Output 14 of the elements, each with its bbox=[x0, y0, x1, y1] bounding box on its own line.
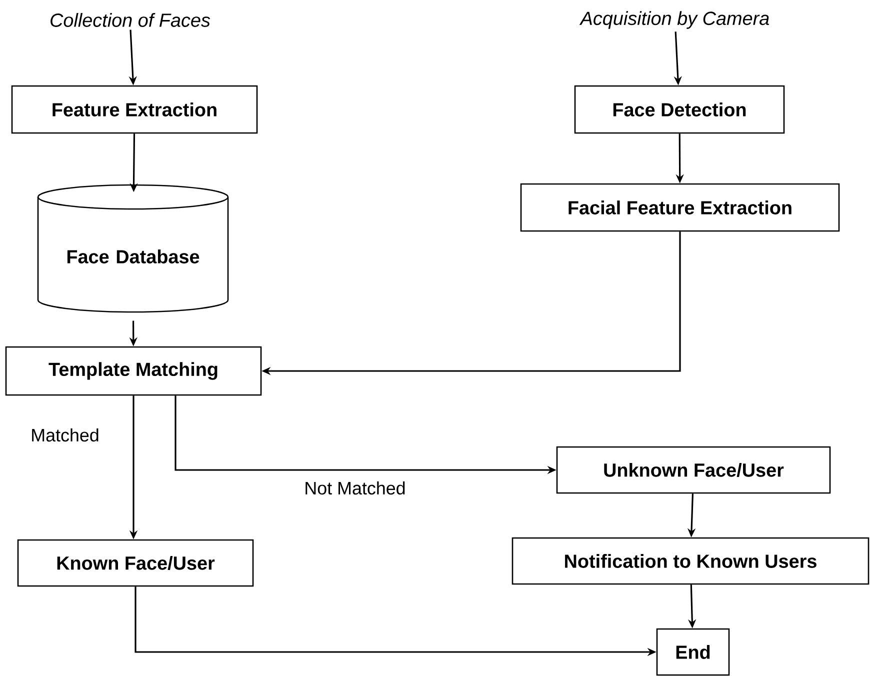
process-box: Known Face/User bbox=[17, 539, 254, 587]
input-label: Collection of Faces bbox=[50, 13, 210, 27]
node-label: Face Database bbox=[67, 250, 200, 264]
process-box: Feature Extraction bbox=[11, 85, 258, 134]
process-box: End bbox=[656, 628, 730, 676]
process-box: Notification to Known Users bbox=[512, 537, 870, 585]
process-box: Face Detection bbox=[574, 85, 785, 134]
edge-label: Matched bbox=[30, 427, 100, 443]
input-label: Acquisition by Camera bbox=[579, 11, 769, 29]
database-cylinder: Face Database bbox=[37, 184, 229, 313]
process-box: Facial Feature Extraction bbox=[520, 183, 840, 232]
process-box: Unknown Face/User bbox=[556, 446, 831, 494]
process-box: Template Matching bbox=[5, 346, 262, 396]
edge-label: Not Matched bbox=[303, 480, 407, 496]
